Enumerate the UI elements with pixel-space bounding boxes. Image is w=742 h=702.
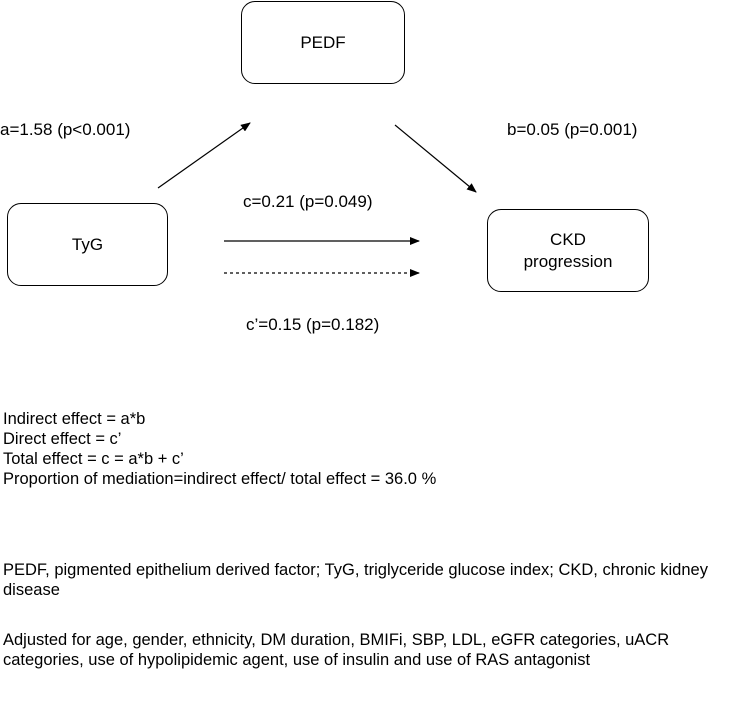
path-b-label: b=0.05 (p=0.001): [507, 120, 638, 139]
arrow-a-tyg-to-pedf: [157, 122, 251, 189]
adjustment-note: Adjusted for age, gender, ethnicity, DM …: [3, 631, 670, 669]
effects-definitions: Indirect effect = a*b Direct effect = c’…: [3, 409, 436, 489]
abbreviations-note: PEDF, pigmented epithelium derived facto…: [3, 561, 708, 599]
indirect-effect-text: Indirect effect = a*b: [3, 410, 146, 428]
arrow-b-pedf-to-ckd: [394, 124, 477, 193]
node-pedf: PEDF: [241, 1, 405, 84]
node-ckd-label-line2: progression: [523, 251, 613, 271]
node-pedf-label: PEDF: [300, 32, 346, 52]
node-ckd-label-line1: CKD: [550, 229, 586, 249]
direct-effect-text: Direct effect = c’: [3, 430, 122, 448]
proportion-mediation-text: Proportion of mediation=indirect effect/…: [3, 470, 437, 488]
node-ckd-progression: CKD progression: [487, 209, 649, 292]
path-c-prime-label: c’=0.15 (p=0.182): [246, 315, 380, 334]
total-effect-text: Total effect = c = a*b + c’: [3, 450, 184, 468]
node-tyg: TyG: [7, 203, 168, 286]
path-c-label: c=0.21 (p=0.049): [243, 192, 373, 211]
path-a-label: a=1.58 (p<0.001): [0, 120, 131, 139]
node-tyg-label: TyG: [71, 234, 104, 254]
